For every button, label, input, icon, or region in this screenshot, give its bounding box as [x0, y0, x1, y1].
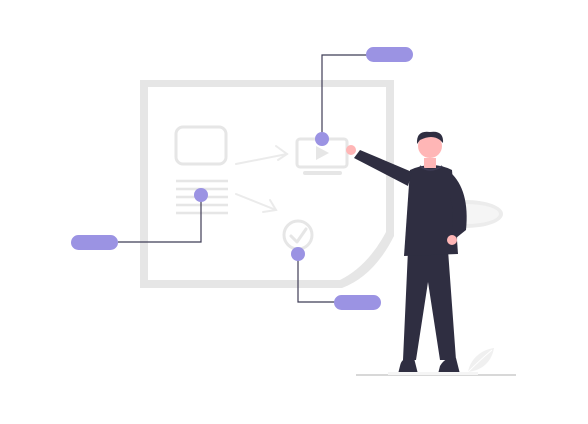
- leaf-icon: [467, 348, 494, 373]
- whiteboard-inner: [148, 87, 386, 280]
- connector-dot-icon: [291, 247, 305, 261]
- connector-dot-icon: [194, 188, 208, 202]
- label-pill-icon: [366, 47, 413, 62]
- whiteboard-icon: [140, 80, 394, 288]
- arrow-right-icon: [235, 193, 278, 213]
- card-icon: [174, 125, 228, 166]
- ground-shadow: [388, 372, 478, 375]
- label-pill-icon: [334, 295, 381, 310]
- label-pill-icon: [71, 235, 118, 250]
- arrow-right-icon: [235, 145, 289, 165]
- person-icon: [346, 131, 503, 374]
- connector-dot-icon: [315, 132, 329, 146]
